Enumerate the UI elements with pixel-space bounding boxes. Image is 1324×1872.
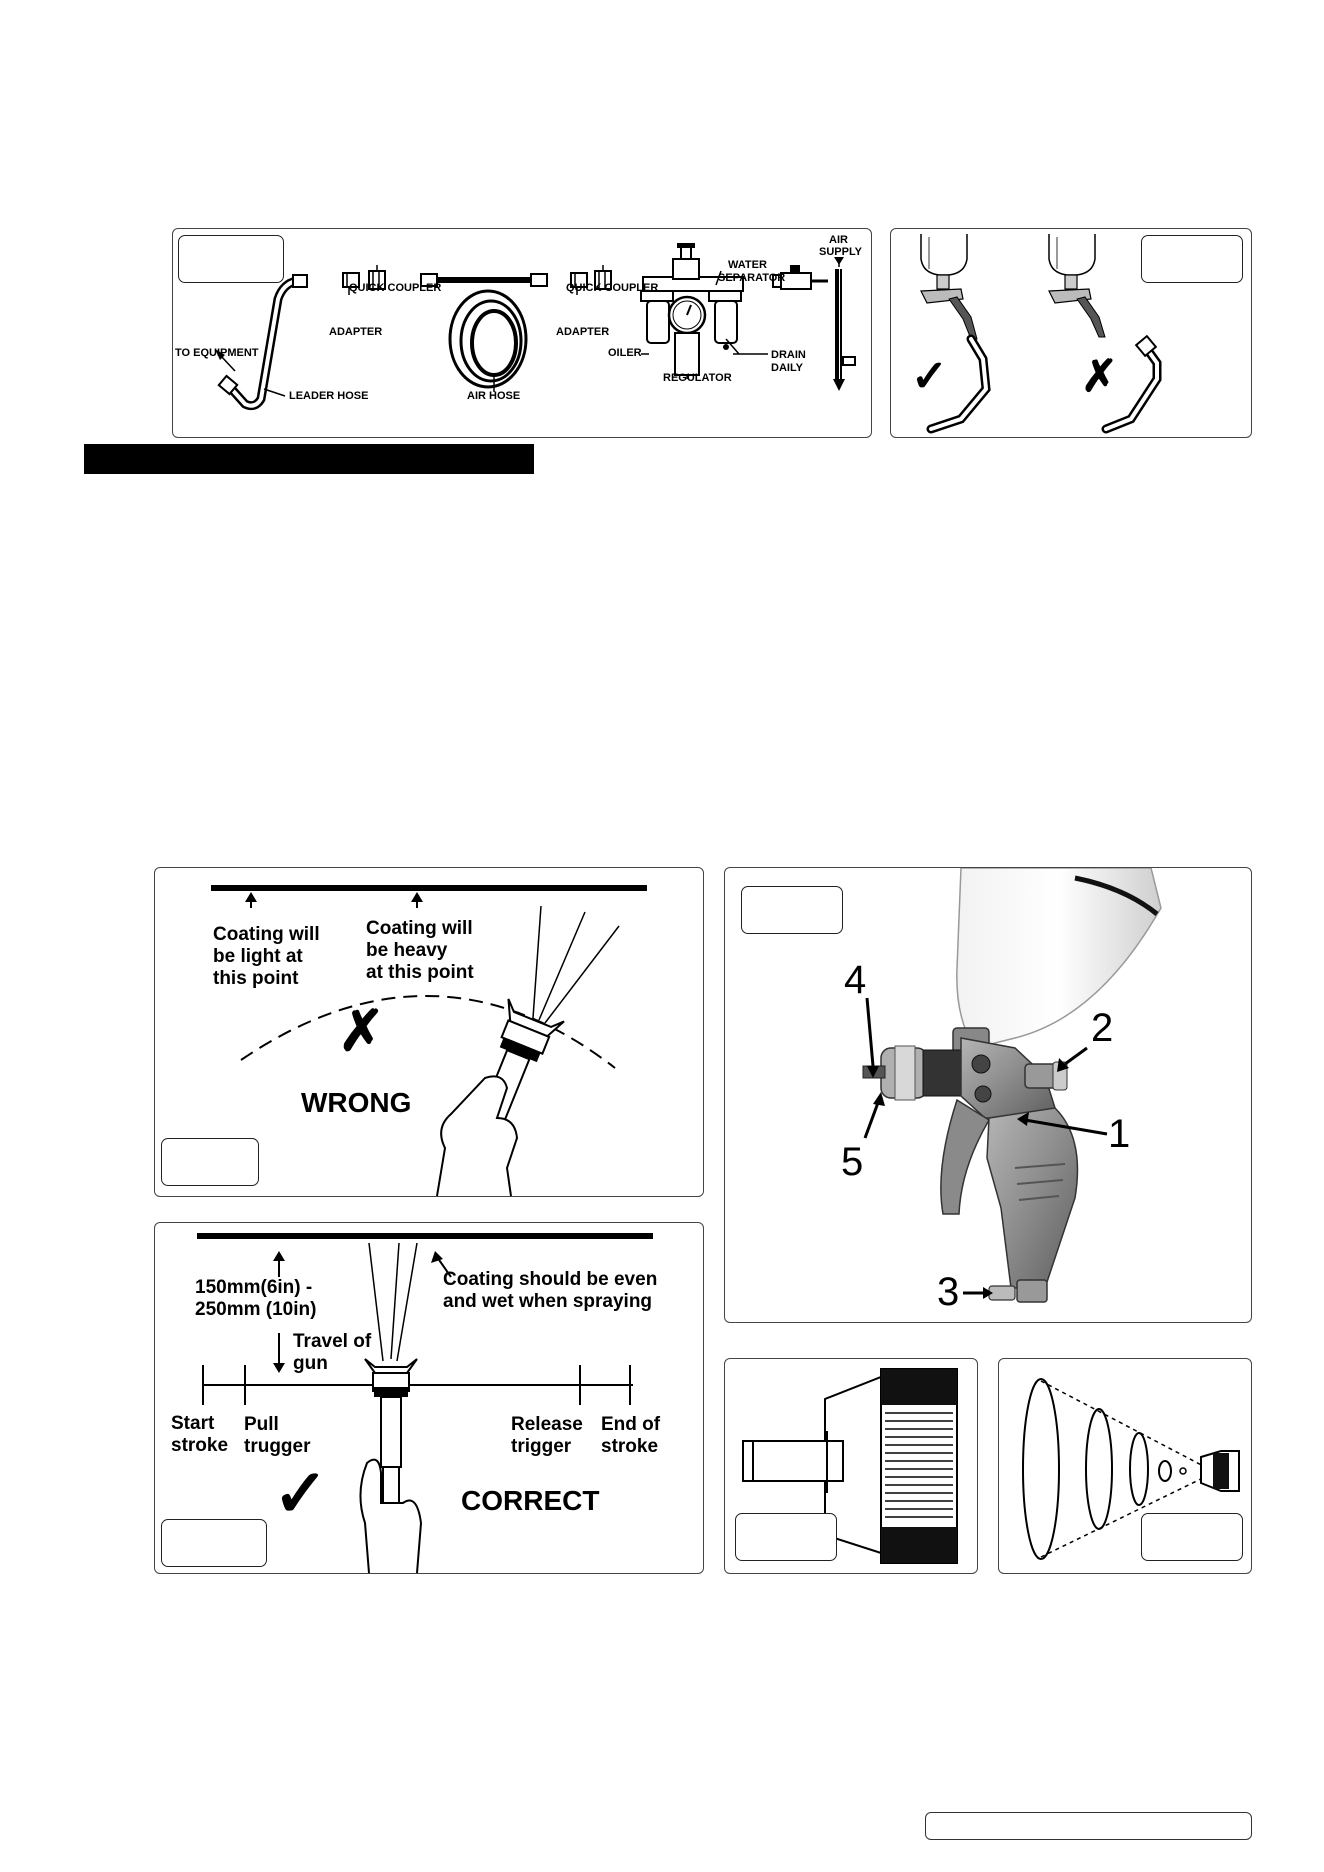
label-quick-coupler-left: QUICK COUPLER — [349, 282, 441, 294]
label-regulator: REGULATOR — [663, 372, 732, 384]
figure-correct-technique-panel: 150mm(6in) - 250mm (10in) Coating should… — [154, 1222, 704, 1574]
part-number-3: 3 — [937, 1272, 959, 1312]
correct-check-mark: ✓ — [273, 1455, 328, 1532]
hose-connection-drawing — [891, 229, 1251, 437]
part-number-1: 1 — [1108, 1114, 1130, 1154]
label-water: WATER — [728, 259, 767, 271]
part-number-5: 5 — [841, 1142, 863, 1182]
release-trigger-label: Release trigger — [511, 1414, 583, 1458]
figure-wrong-technique-panel: Coating will be light at this point Coat… — [154, 867, 704, 1197]
correct-label: CORRECT — [461, 1485, 599, 1517]
spray-gun-photo — [725, 868, 1251, 1322]
page-footer-box — [925, 1812, 1252, 1840]
coating-heavy-note: Coating will be heavy at this point — [366, 918, 474, 984]
label-leader-hose: LEADER HOSE — [289, 390, 368, 402]
figure-number-tag — [1141, 1513, 1243, 1561]
label-adapter-right: ADAPTER — [556, 326, 609, 338]
figure-air-cap-panel — [724, 1358, 978, 1574]
wrong-cross-mark: ✗ — [338, 998, 385, 1064]
label-supply: SUPPLY — [819, 246, 862, 258]
pull-trigger-label: Pull trugger — [244, 1414, 311, 1458]
figure-number-tag — [161, 1138, 259, 1186]
distance-note: 150mm(6in) - 250mm (10in) — [195, 1277, 316, 1321]
label-quick-coupler-right: QUICK COUPLER — [566, 282, 658, 294]
label-separator: SEPARATOR — [718, 272, 785, 284]
check-mark: ✓ — [911, 351, 948, 402]
label-adapter-left: ADAPTER — [329, 326, 382, 338]
start-stroke-label: Start stroke — [171, 1413, 228, 1457]
label-oiler: OILER — [608, 347, 642, 359]
label-air-hose: AIR HOSE — [467, 390, 520, 402]
section-heading-bar — [84, 444, 534, 474]
figure-gun-parts-panel: 4 2 1 5 3 — [724, 867, 1252, 1323]
figure-air-line-panel: TO EQUIPMENT QUICK COUPLER ADAPTER LEADE… — [172, 228, 872, 438]
part-number-4: 4 — [844, 960, 866, 1000]
coating-even-note: Coating should be even and wet when spra… — [443, 1269, 657, 1313]
wrong-label: WRONG — [301, 1087, 411, 1119]
cross-mark: ✗ — [1081, 351, 1118, 402]
label-to-equipment: TO EQUIPMENT — [175, 347, 259, 359]
figure-hose-connection-panel: ✓ ✗ — [890, 228, 1252, 438]
figure-number-tag — [161, 1519, 267, 1567]
end-of-stroke-label: End of stroke — [601, 1414, 660, 1458]
travel-of-gun-note: Travel of gun — [293, 1331, 371, 1375]
figure-spray-pattern-panel — [998, 1358, 1252, 1574]
coating-light-note: Coating will be light at this point — [213, 924, 320, 990]
part-number-2: 2 — [1091, 1008, 1113, 1048]
figure-number-tag — [735, 1513, 837, 1561]
label-air: AIR — [829, 234, 848, 246]
label-daily: DAILY — [771, 362, 803, 374]
label-drain: DRAIN — [771, 349, 806, 361]
